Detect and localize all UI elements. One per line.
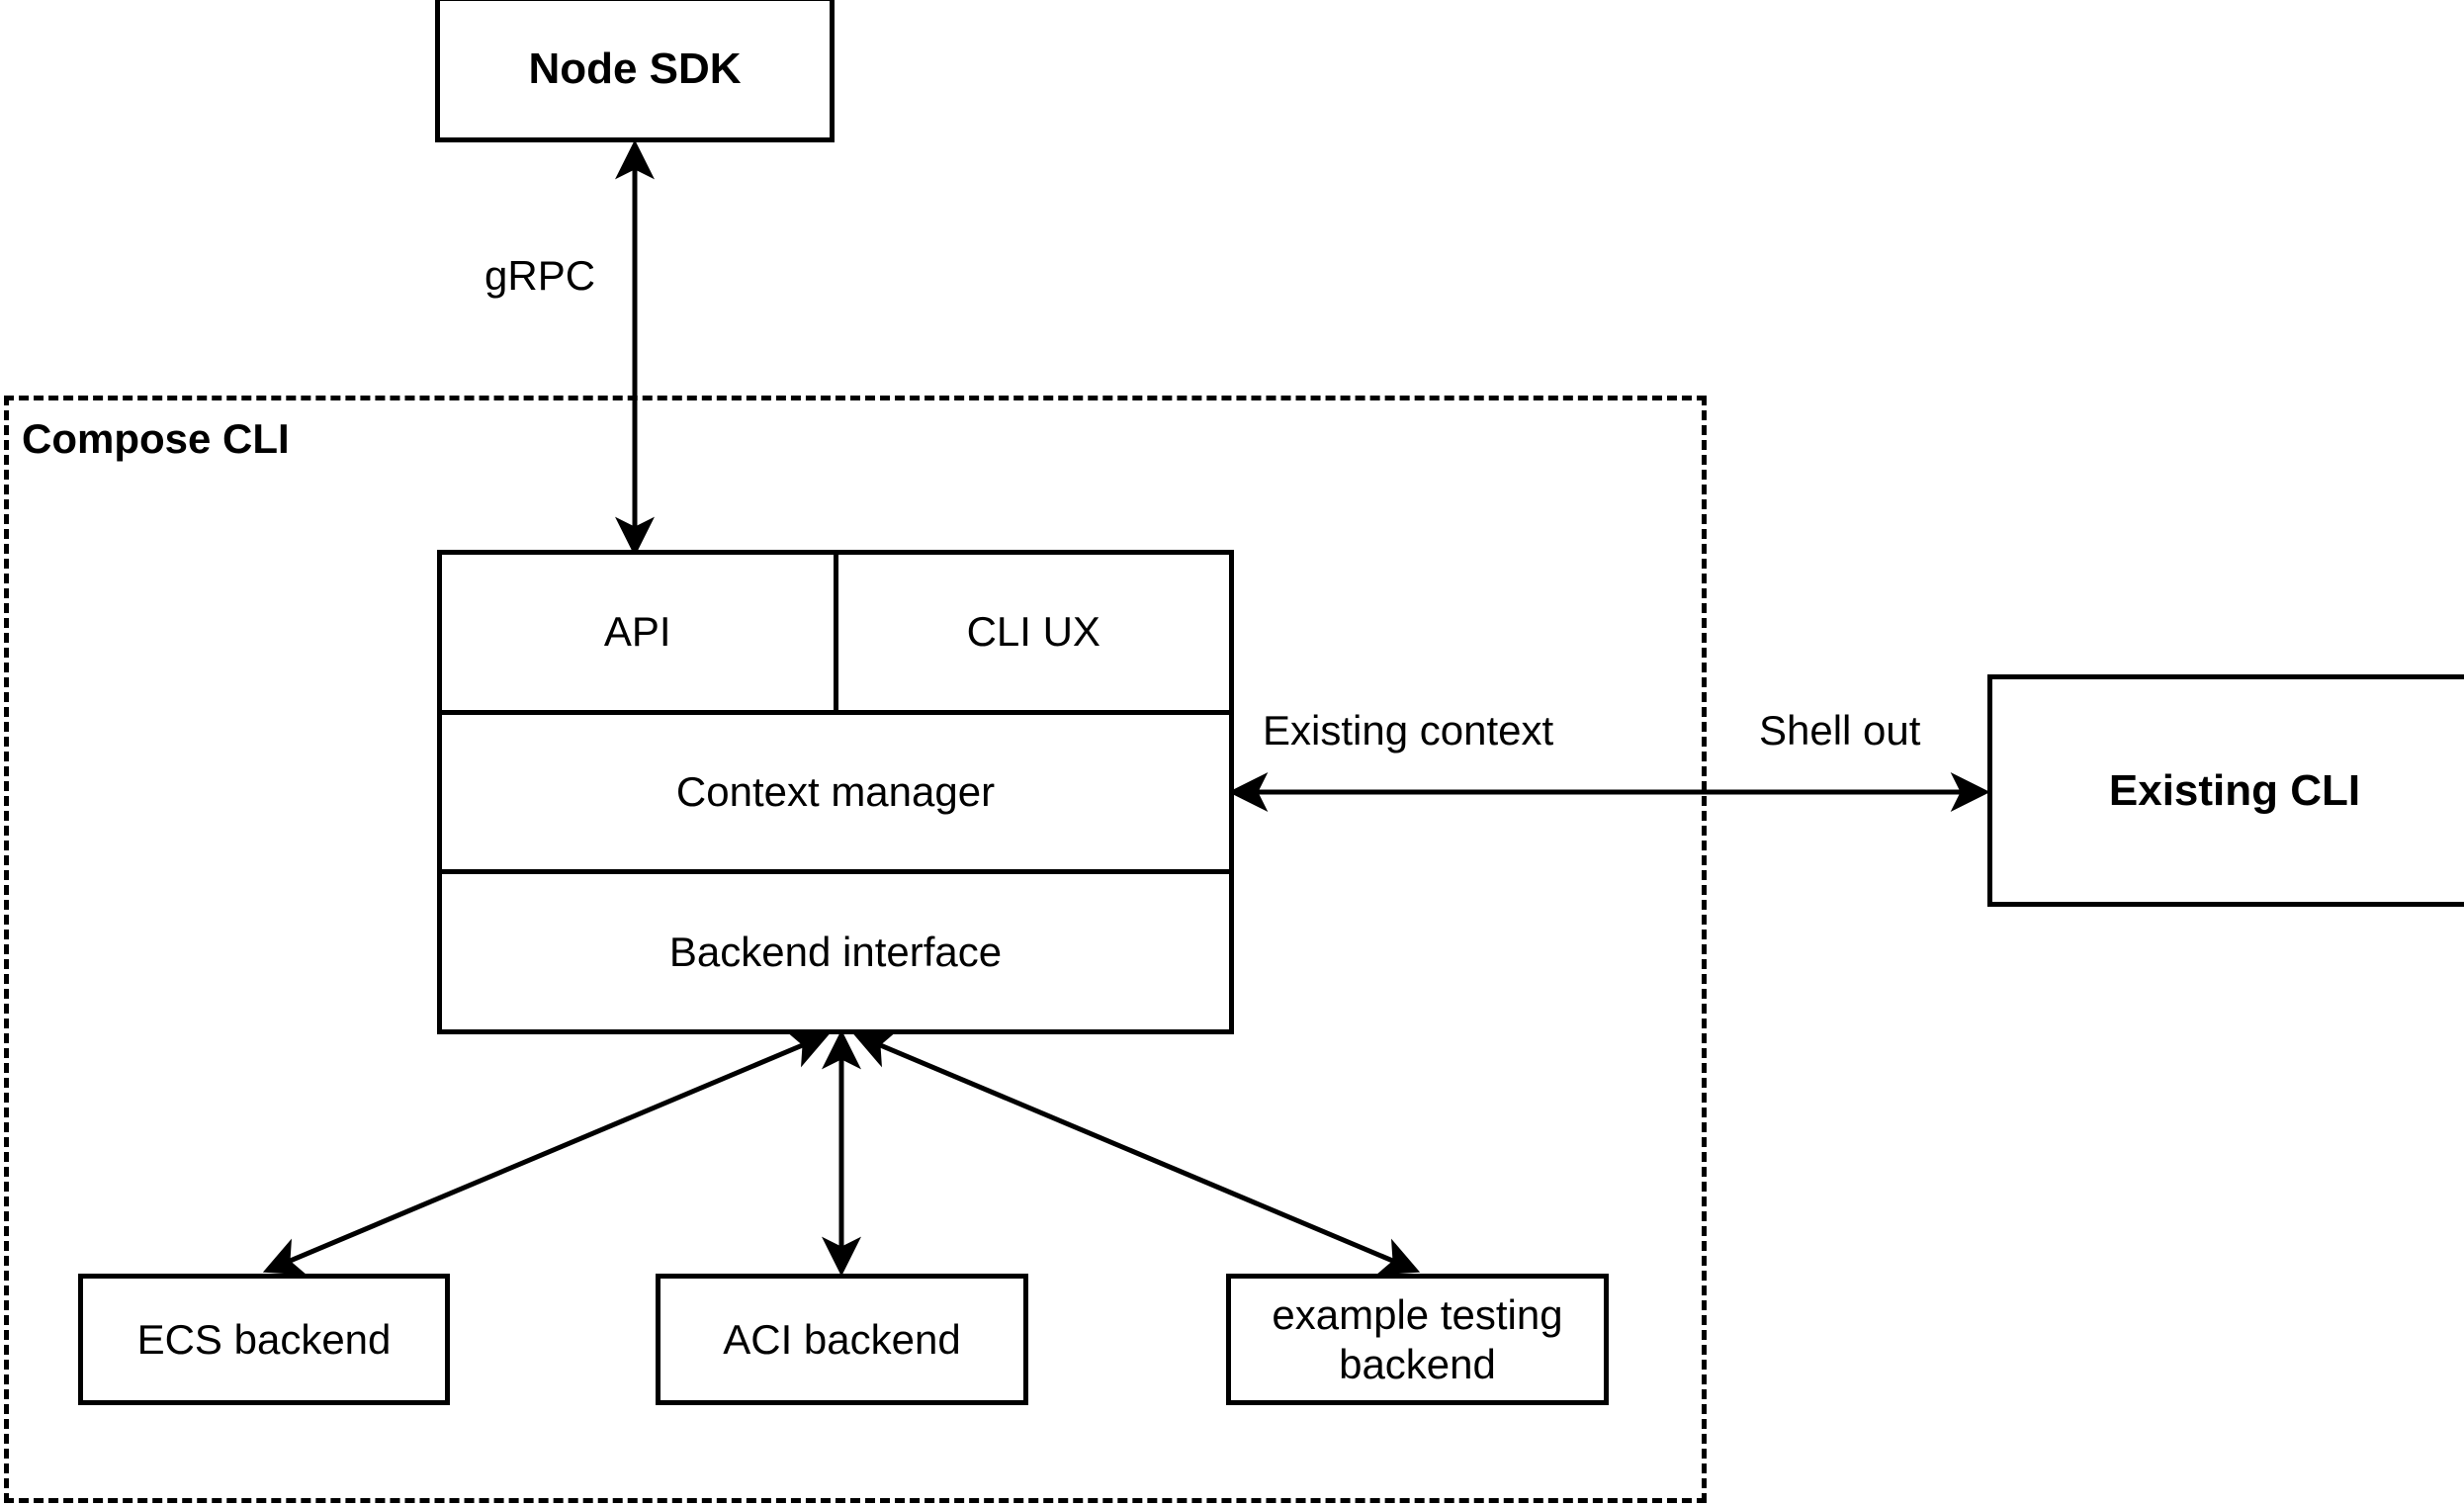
node-backend-interface[interactable]: Backend interface [442,874,1229,1029]
stack-row-api-cliux: API CLI UX [442,555,1229,715]
node-aci-backend-label: ACI backend [723,1315,961,1363]
compose-cli-group-boundary [4,396,1707,1503]
node-api-label: API [603,608,671,656]
node-example-testing-backend-label: example testing backend [1262,1290,1572,1388]
node-existing-cli-label: Existing CLI [2108,765,2361,815]
node-cli-ux[interactable]: CLI UX [838,555,1230,710]
node-existing-cli[interactable]: Existing CLI [1987,674,2464,907]
node-example-testing-backend-label-line1: example testing [1272,1290,1563,1338]
node-cli-ux-label: CLI UX [966,608,1100,656]
edge-label-shell-out: Shell out [1759,707,1921,754]
edge-backend-to-ecs-line [262,1030,831,1276]
edge-label-existing-context: Existing context [1263,707,1554,754]
compose-cli-group-label: Compose CLI [22,415,290,462]
node-node-sdk[interactable]: Node SDK [435,0,835,142]
node-node-sdk-label: Node SDK [528,44,742,94]
node-ecs-backend[interactable]: ECS backend [78,1274,450,1405]
edge-backend-to-example-line [852,1030,1421,1276]
node-api[interactable]: API [442,555,838,710]
stack-row-context-manager: Context manager [442,715,1229,875]
node-aci-backend[interactable]: ACI backend [656,1274,1028,1405]
edge-label-grpc: gRPC [484,252,596,299]
node-context-manager[interactable]: Context manager [442,715,1229,870]
node-ecs-backend-label: ECS backend [136,1315,392,1363]
node-backend-interface-label: Backend interface [668,928,1003,975]
compose-cli-core-stack: API CLI UX Context manager Backend inter… [437,550,1234,1034]
node-example-testing-backend[interactable]: example testing backend [1226,1274,1609,1405]
stack-row-backend-interface: Backend interface [442,874,1229,1029]
node-context-manager-label: Context manager [675,768,996,815]
node-example-testing-backend-label-line2: backend [1339,1340,1496,1387]
